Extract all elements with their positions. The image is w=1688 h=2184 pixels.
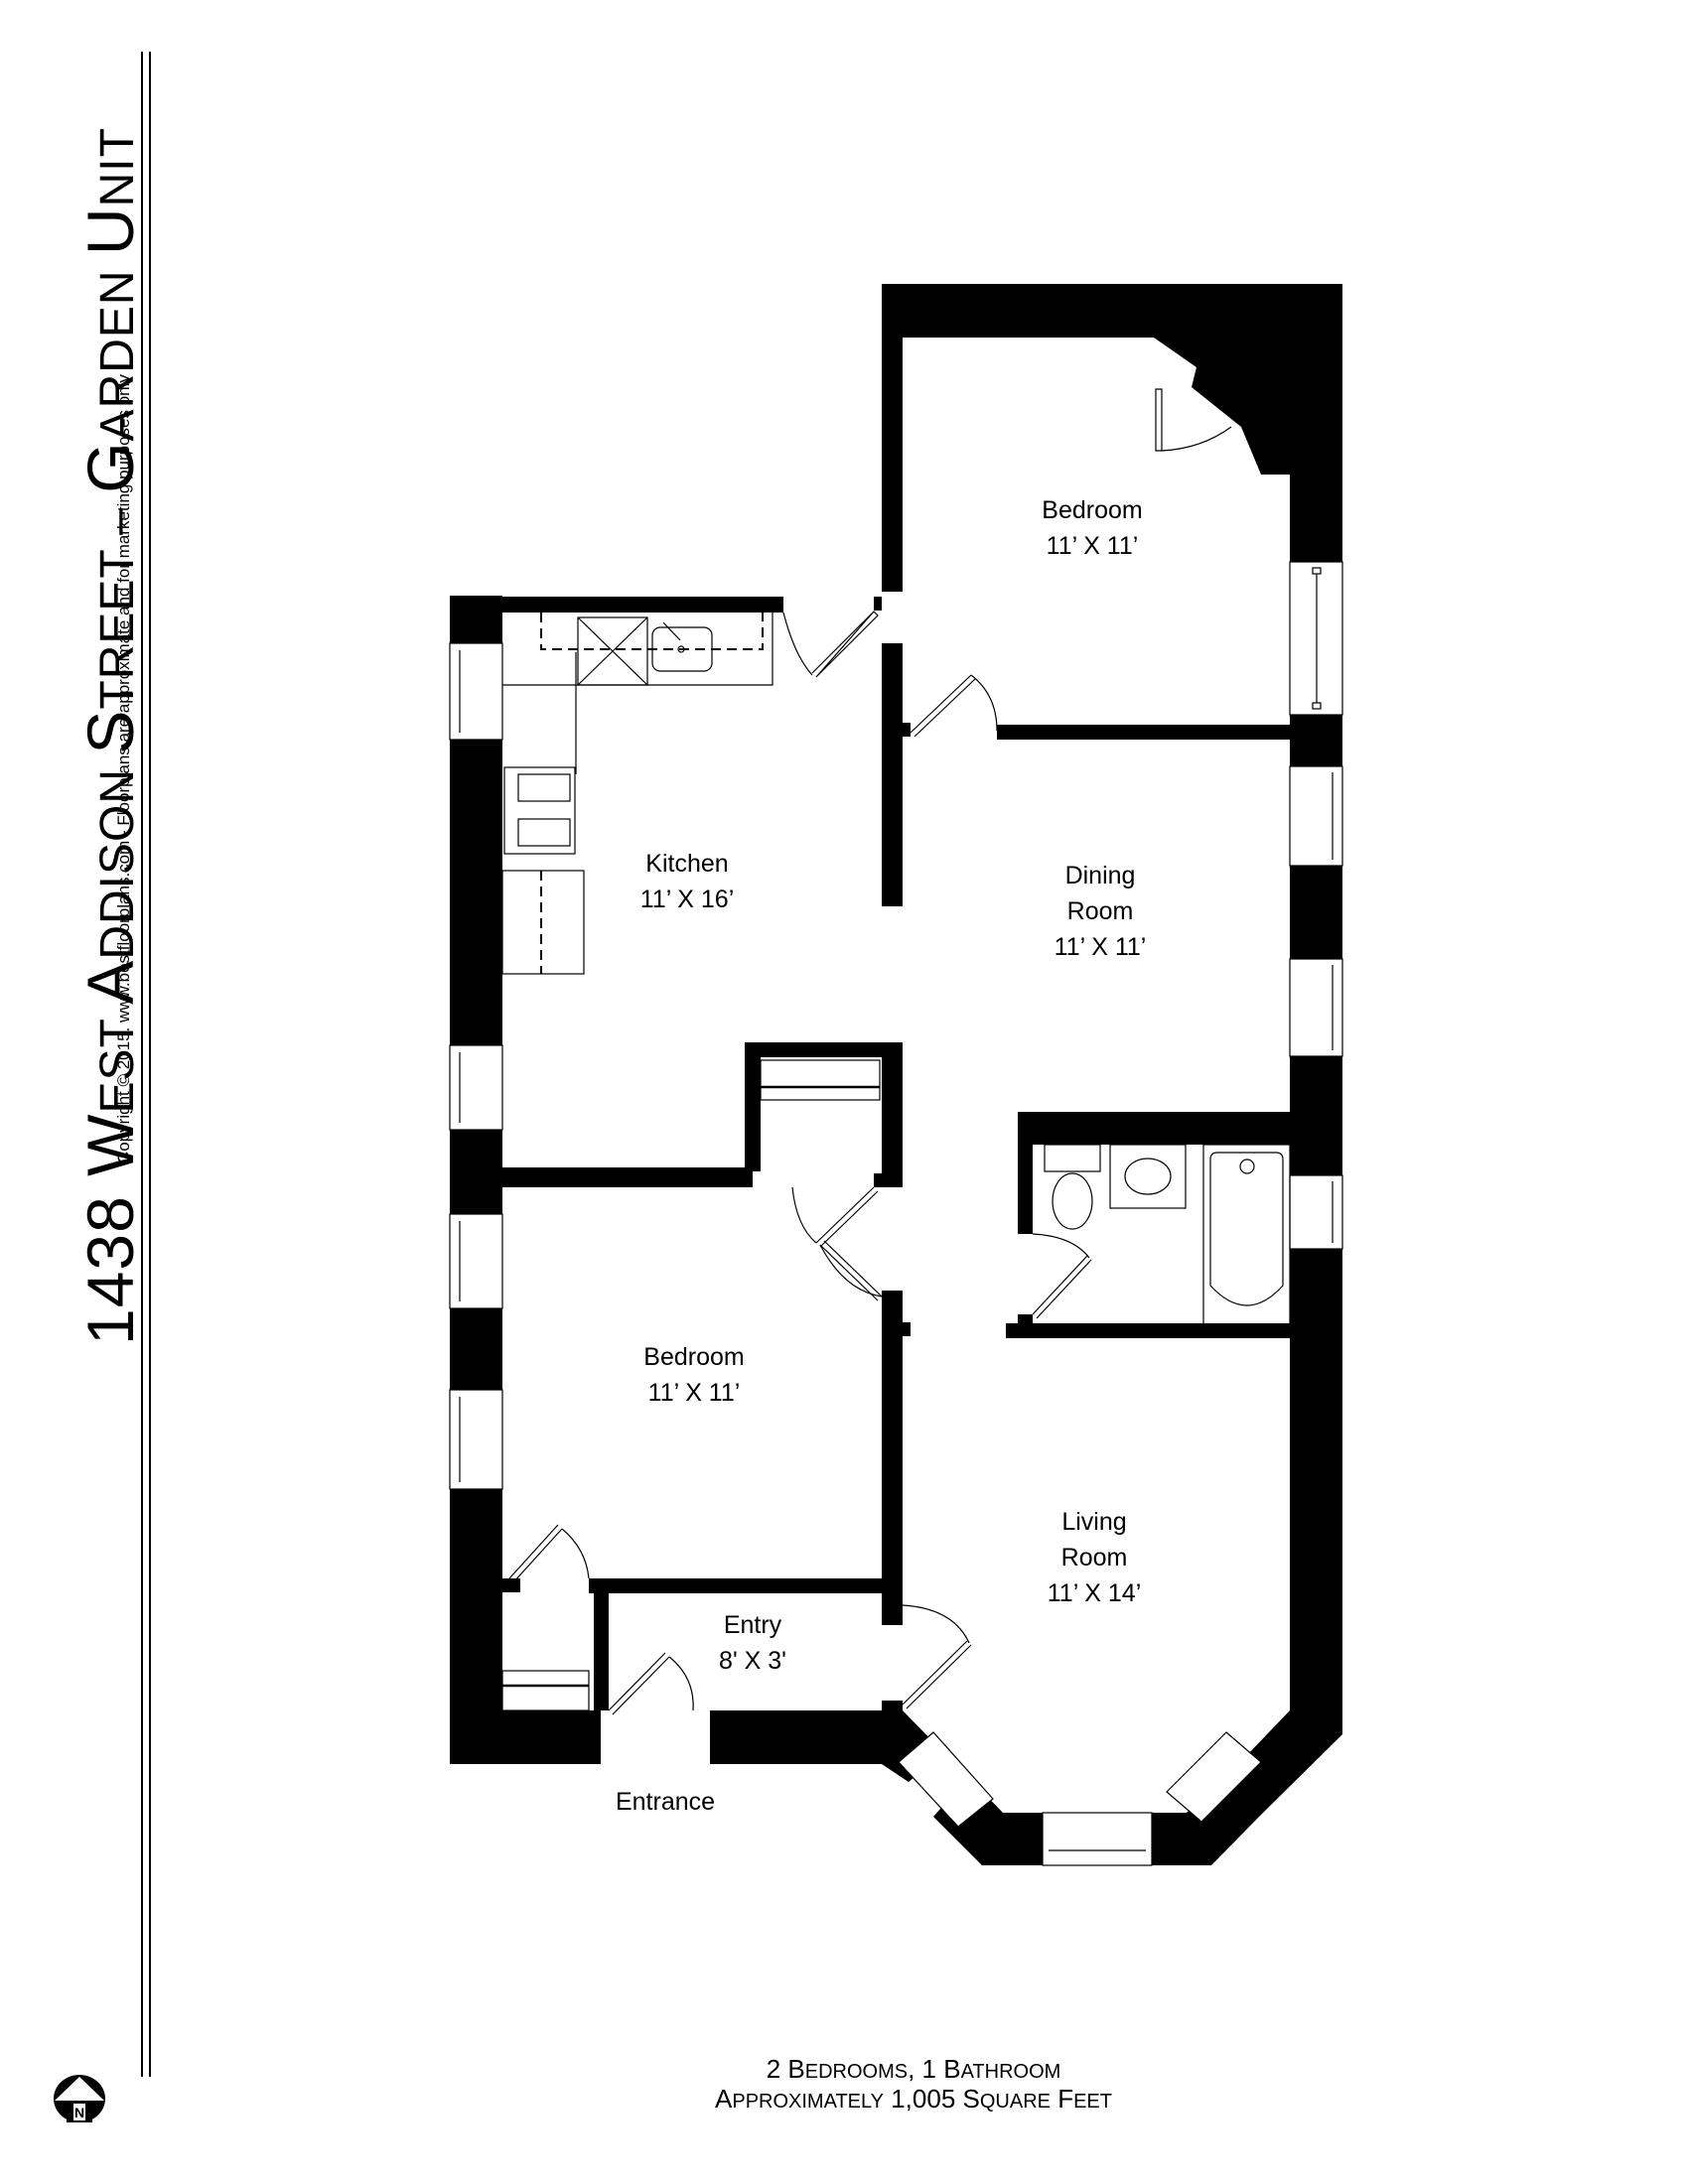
svg-text:N: N [74,2105,84,2120]
bathtub [1202,1144,1291,1325]
room-bedroom-1: Bedroom 11’ X 11’ [1042,492,1142,564]
walls [450,284,1342,1865]
stove [503,766,576,855]
room-size: 11’ X 14’ [1047,1579,1142,1607]
toilet-tank [1044,1144,1101,1172]
room-name-line2: Room [1066,897,1134,925]
room-dining: Dining Room 11’ X 11’ [1055,858,1147,965]
room-size: 8' X 3' [719,1647,786,1675]
summary-line-1: 2 BEDROOMS, 1 BATHROOM [766,2054,1061,2084]
kitchen-fixtures [501,613,881,1711]
room-name: Bedroom [643,1343,745,1371]
room-name: Entry [723,1611,782,1639]
room-size: 11’ X 16’ [639,886,735,913]
margin-rule-inner [141,52,143,2077]
toilet-bowl [1052,1172,1093,1230]
entrance-label: Entrance [615,1788,716,1816]
room-name-line1: Dining [1064,862,1136,889]
summary-line-2: APPROXIMATELY 1,005 SQUARE FEET [715,2084,1112,2114]
margin-rule-outer [149,52,151,2077]
room-name: Bedroom [1042,496,1143,524]
room-kitchen: Kitchen 11’ X 16’ [640,846,735,917]
room-size: 11’ X 11’ [1054,933,1147,961]
room-name-line1: Living [1061,1508,1127,1536]
room-living: Living Room 11’ X 14’ [1048,1504,1142,1611]
north-arrow-icon: N [54,2075,105,2122]
refrigerator [501,870,585,975]
dishwasher [577,616,648,686]
room-bedroom-2: Bedroom 11’ X 11’ [643,1339,744,1411]
doors [508,388,1232,1715]
room-name-line2: Room [1060,1544,1128,1571]
vanity [1109,1144,1187,1209]
room-entry: Entry 8' X 3' [719,1607,786,1679]
sink [651,626,713,672]
room-size: 11’ X 11’ [647,1379,741,1407]
room-size: 11’ X 11’ [1046,532,1139,560]
windows [449,561,1343,1866]
sink-basin [1124,1158,1172,1195]
bathroom-fixtures [1044,1144,1291,1325]
room-name: Kitchen [645,850,729,878]
